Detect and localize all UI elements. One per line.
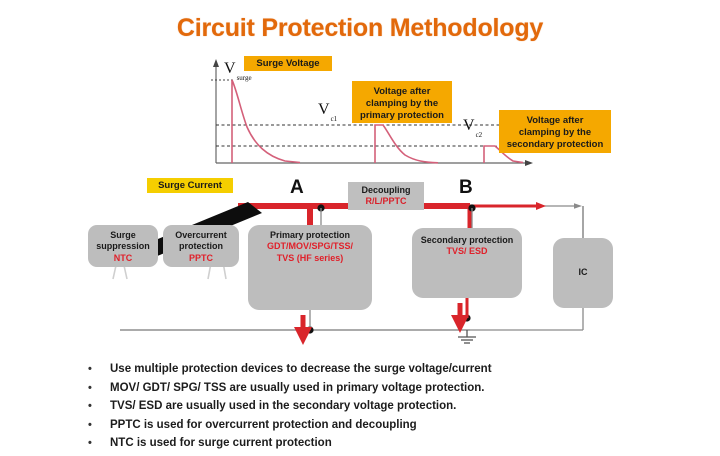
v-c2-subscript: c2 [475,131,483,140]
v-surge-main: V [224,60,236,77]
list-item: • NTC is used for surge current protecti… [88,434,648,453]
callout-surge-current: Surge Current [147,178,233,193]
label-v-surge: Vsurge [224,60,252,83]
label-v-c2: Vc2 [463,117,483,140]
callout-secondary-protection: Voltage after clamping by the secondary … [499,110,611,153]
block-surge-suppression[interactable]: Surge suppression NTC [88,225,158,267]
secondary-protection-parts: TVS/ ESD [446,246,488,257]
node-label-b: B [459,177,473,198]
callout-surge-voltage: Surge Voltage [244,56,332,71]
list-item: • TVS/ ESD are usually used in the secon… [88,397,648,416]
v-c2-main: V [463,117,475,134]
ic-label: IC [578,267,588,278]
ground-symbol [458,330,476,344]
bullet-list: • Use multiple protection devices to dec… [88,360,648,453]
block-overcurrent-protection[interactable]: Overcurrent protection PPTC [163,225,239,267]
bullet-text: Use multiple protection devices to decre… [110,363,492,375]
bullet-text: NTC is used for surge current protection [110,437,332,449]
discharge-arrow-secondary [451,303,469,333]
list-item: • MOV/ GDT/ SPG/ TSS are usually used in… [88,379,648,398]
block-primary-protection[interactable]: Primary protection GDT/MOV/SPG/TSS/ TVS … [248,225,372,310]
discharge-arrow-primary [294,315,312,345]
list-item: • PPTC is used for overcurrent protectio… [88,416,648,435]
v-c1-main: V [318,101,330,118]
waveform-surge [231,79,301,164]
list-item: • Use multiple protection devices to dec… [88,360,648,379]
v-surge-subscript: surge [236,74,252,83]
label-v-c1: Vc1 [318,101,338,124]
chart-axes [213,59,533,166]
block-secondary-protection[interactable]: Secondary protection TVS/ ESD [412,228,522,298]
primary-protection-title: Primary protection [269,230,351,240]
surge-suppression-title-line1: Surge [110,230,136,240]
surge-suppression-parts: NTC [113,252,133,263]
chart-reference-lines [211,79,505,147]
chart-svg [211,59,533,166]
block-taps [309,208,473,330]
bullet-marker: • [88,400,92,412]
bullet-text: MOV/ GDT/ SPG/ TSS are usually used in p… [110,381,485,394]
node-label-a: A [290,177,304,198]
callout-primary-protection: Voltage after clamping by the primary pr… [352,81,452,123]
primary-protection-parts-line1: GDT/MOV/SPG/TSS/ [266,241,353,252]
overcurrent-parts: PPTC [188,252,213,263]
secondary-protection-title: Secondary protection [420,235,514,245]
v-c1-subscript: c1 [330,115,338,124]
primary-protection-parts-line2: TVS (HF series) [276,252,344,263]
voltage-waveform-chart [205,55,535,175]
bullet-marker: • [88,418,92,431]
page-title: Circuit Protection Methodology [176,14,544,42]
overcurrent-title-line2: protection [179,241,223,252]
waveform-primary-clamped [374,124,439,164]
decoupling-parts: R/L/PPTC [365,196,407,207]
bullet-marker: • [88,363,92,375]
bullet-text: PPTC is used for overcurrent protection … [110,418,417,431]
bullet-marker: • [88,437,92,449]
block-ic[interactable]: IC [553,238,613,308]
bullet-text: TVS/ ESD are usually used in the seconda… [110,400,457,412]
overcurrent-title-line1: Overcurrent [175,230,227,240]
decoupling-title: Decoupling [361,185,411,195]
block-decoupling[interactable]: Decoupling R/L/PPTC [348,182,424,210]
bullet-marker: • [88,381,92,394]
surge-suppression-title-line2: suppression [96,241,150,252]
